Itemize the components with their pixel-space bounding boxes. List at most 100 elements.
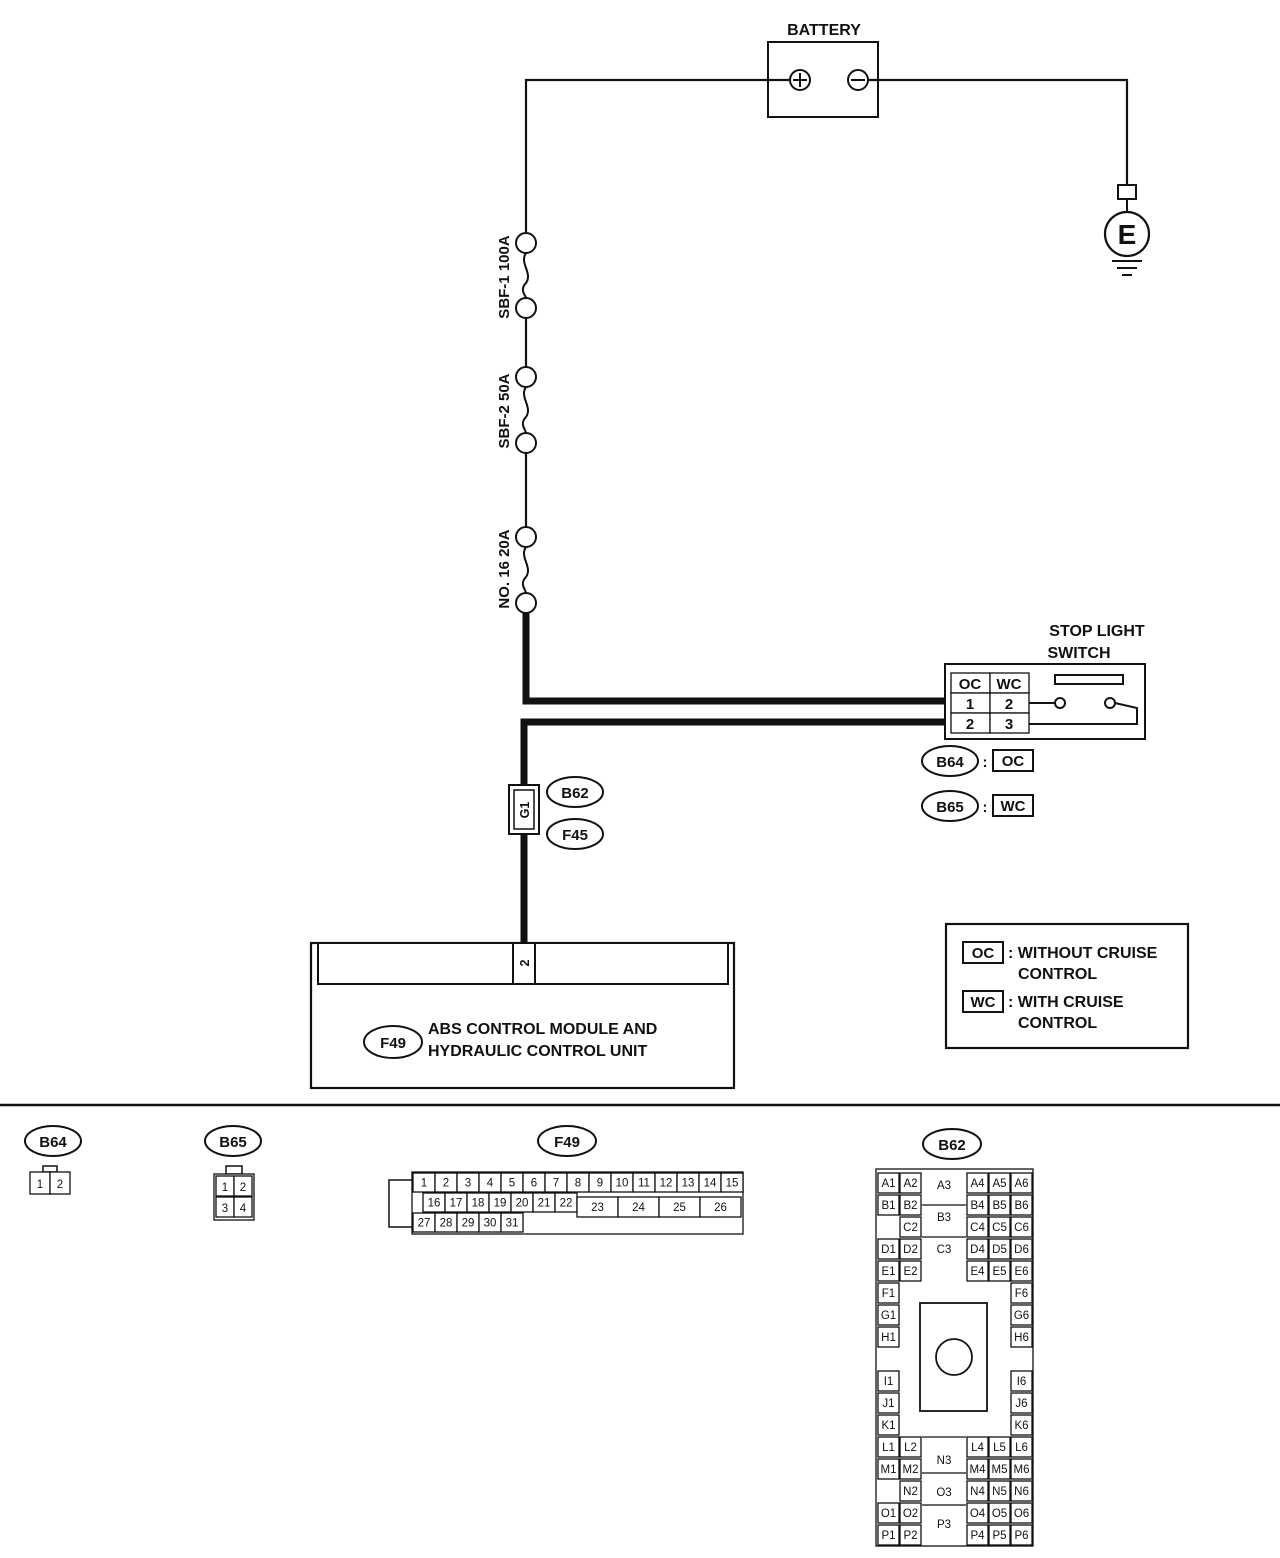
f49-pin-22: 22 — [560, 1198, 573, 1210]
b62-pin-E5: E5 — [992, 1266, 1006, 1278]
b62-pin-O5-cell — [988, 1502, 1011, 1524]
f49-pin-1: 1 — [421, 1178, 427, 1190]
b62-pin-L4-cell — [966, 1436, 989, 1458]
b62-pin-N3: N3 — [937, 1455, 952, 1467]
f49-pin-30: 30 — [484, 1218, 497, 1230]
legend-oc-tag: OC — [972, 945, 995, 962]
b62-pin-I6-cell — [1010, 1370, 1033, 1392]
connector-view-b65-pin-4: 4 — [240, 1203, 247, 1215]
connector-view-b65-cell-2 — [233, 1175, 253, 1197]
connector-view-b64: B64 1 2 — [24, 1125, 82, 1195]
b62-pin-D5: D5 — [992, 1244, 1007, 1256]
b62-pin-J6-cell — [1010, 1392, 1033, 1414]
connector-view-b65-pin-2: 2 — [240, 1182, 246, 1194]
connector-view-b64-cell-2 — [49, 1171, 71, 1195]
b62-pin-D1-cell — [877, 1238, 900, 1260]
b62-pin-O6: O6 — [1014, 1508, 1029, 1520]
fuse-no16-label: NO. 16 20A — [496, 529, 513, 608]
connector-view-b64-pin-2: 2 — [57, 1179, 63, 1191]
legend-oc-tag-box — [962, 941, 1004, 964]
b62-pin-O5: O5 — [992, 1508, 1007, 1520]
b62-pin-H1: H1 — [881, 1332, 896, 1344]
connector-view-f49-label: F49 — [554, 1134, 580, 1151]
b62-pin-J6: J6 — [1015, 1398, 1027, 1410]
b62-pin-P2: P2 — [903, 1530, 917, 1542]
legend: OC : WITHOUT CRUISE CONTROL WC : WITH CR… — [944, 922, 1190, 1050]
b62-pin-E2: E2 — [903, 1266, 917, 1278]
b62-pin-N4: N4 — [970, 1486, 985, 1498]
b62-pin-E4-cell — [966, 1260, 989, 1282]
f49-pin-28: 28 — [440, 1218, 453, 1230]
b62-pin-A6: A6 — [1014, 1178, 1028, 1190]
abs-control-module: 2 F49 ABS CONTROL MODULE AND HYDRAULIC C… — [309, 941, 736, 1090]
b62-pin-A2-cell — [899, 1172, 922, 1194]
switch-return-lead — [1029, 702, 1138, 725]
ground-label: E — [1118, 219, 1137, 250]
abs-pin-label: 2 — [518, 959, 532, 966]
b62-pin-M2: M2 — [903, 1464, 919, 1476]
switch-contact-right-icon — [1104, 697, 1116, 709]
b62-pin-A4: A4 — [970, 1178, 985, 1190]
connector-view-b65-cell-4 — [233, 1196, 253, 1218]
b62-pin-C2: C2 — [903, 1222, 918, 1234]
connector-view-f49-latch — [388, 1179, 412, 1228]
b62-pin-N5: N5 — [992, 1486, 1007, 1498]
legend-wc-tag-box — [962, 990, 1004, 1013]
f49-pin-2: 2 — [443, 1178, 449, 1190]
b62-pin-L5-cell — [988, 1436, 1011, 1458]
battery: BATTERY — [767, 22, 879, 118]
b62-pin-A1-cell — [877, 1172, 900, 1194]
b62-pin-C5: C5 — [992, 1222, 1007, 1234]
b62-pin-O1-cell — [877, 1502, 900, 1524]
f49-pin-26-cell — [699, 1196, 742, 1218]
f49-pin-15-cell — [720, 1172, 744, 1193]
b62-pin-C2-cell — [899, 1216, 922, 1238]
battery-negative-wire — [868, 78, 1129, 185]
battery-label: BATTERY — [787, 22, 861, 39]
b62-pin-A4-cell — [966, 1172, 989, 1194]
b62-pin-P2-cell — [899, 1524, 922, 1546]
b62-pin-F6: F6 — [1015, 1288, 1028, 1300]
b62-pin-M5-cell — [988, 1458, 1011, 1480]
b62-pin-F1-cell — [877, 1282, 900, 1304]
stop-light-switch: STOP LIGHT SWITCH OC WC 1 2 2 3 — [944, 623, 1146, 740]
b62-pin-B4: B4 — [970, 1200, 985, 1212]
b62-pin-L2: L2 — [904, 1442, 917, 1454]
b62-pin-N4-cell — [966, 1480, 989, 1502]
connector-view-b65-badge — [204, 1125, 262, 1157]
b62-pin-P4-cell — [966, 1524, 989, 1546]
connector-view-b65-pin-3: 3 — [222, 1203, 228, 1215]
b62-pin-M6: M6 — [1014, 1464, 1030, 1476]
b62-pin-D6: D6 — [1014, 1244, 1029, 1256]
legend-oc-text-line2: CONTROL — [1018, 966, 1097, 983]
f49-pin-14: 14 — [704, 1178, 717, 1190]
connector-view-b62-badge — [922, 1128, 982, 1160]
b62-pin-F1: F1 — [882, 1288, 895, 1300]
f49-pin-11: 11 — [638, 1178, 650, 1190]
b62-pin-P3: P3 — [937, 1519, 951, 1531]
connector-view-b65-latch — [225, 1165, 243, 1175]
b62-pin-L6: L6 — [1015, 1442, 1028, 1454]
f49-pin-3: 3 — [465, 1178, 471, 1190]
b62-pin-K6-cell — [1010, 1414, 1033, 1436]
b62-pin-M1-cell — [877, 1458, 900, 1480]
fuse-sbf2-terminal-top — [515, 366, 537, 388]
tag-wc-label: WC — [1001, 798, 1026, 815]
b62-pin-C6: C6 — [1014, 1222, 1029, 1234]
b62-pin-N5-cell — [988, 1480, 1011, 1502]
b62-pin-M6-cell — [1010, 1458, 1033, 1480]
b62-pin-O3: O3 — [936, 1487, 951, 1499]
b62-pin-L2-cell — [899, 1436, 922, 1458]
switch-header-wc: WC — [997, 676, 1022, 693]
b62-pin-F6-cell — [1010, 1282, 1033, 1304]
fuse-sbf1-terminal-top — [515, 232, 537, 254]
f49-pin-5: 5 — [509, 1178, 515, 1190]
f49-pin-16: 16 — [428, 1198, 441, 1210]
b62-pin-O6-cell — [1010, 1502, 1033, 1524]
f49-pin-10: 10 — [616, 1178, 629, 1190]
f49-pin-12: 12 — [660, 1178, 673, 1190]
b62-pin-A2: A2 — [903, 1178, 917, 1190]
b62-pin-B5-cell — [988, 1194, 1011, 1216]
